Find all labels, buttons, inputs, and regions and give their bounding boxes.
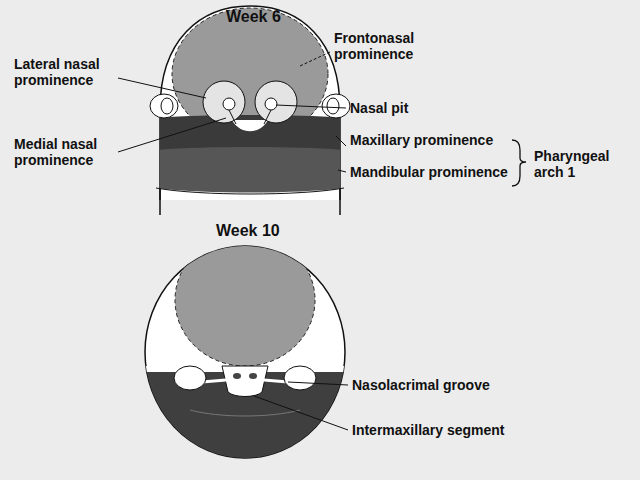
bracket — [512, 140, 526, 186]
part-label: Nasolacrimal groove — [352, 377, 522, 393]
intermaxillary-segment — [222, 366, 268, 397]
part-label: Medial nasal prominence — [14, 136, 118, 168]
stage-heading: Week 6 — [226, 8, 306, 26]
frontonasal-region — [175, 234, 315, 366]
eye — [150, 94, 178, 118]
maxillary-band — [156, 115, 344, 152]
leader-lines — [118, 52, 526, 186]
stage-heading: Week 10 — [216, 222, 306, 240]
nasal-pit — [265, 98, 277, 110]
leader-lines — [254, 382, 348, 430]
mandibular-band — [156, 147, 344, 193]
stomodeum — [232, 120, 268, 131]
nasal-prominence — [255, 81, 297, 123]
part-label: Intermaxillary segment — [352, 422, 537, 438]
week6-face — [150, 6, 350, 215]
nasolacrimal-groove — [202, 380, 288, 382]
mandible-region — [140, 366, 350, 466]
week10-face — [140, 234, 350, 466]
part-label: Mandibular prominence — [350, 164, 515, 180]
part-label: Pharyngeal arch 1 — [534, 148, 624, 180]
nasal-prominence — [203, 81, 245, 123]
nasal-pit — [223, 98, 235, 110]
part-label: Maxillary prominence — [350, 132, 510, 148]
part-label: Frontonasal prominence — [334, 30, 454, 62]
eye — [322, 94, 350, 118]
part-label: Lateral nasal prominence — [14, 56, 118, 88]
part-label: Nasal pit — [350, 100, 450, 116]
eye — [174, 366, 206, 390]
eye — [284, 366, 316, 390]
